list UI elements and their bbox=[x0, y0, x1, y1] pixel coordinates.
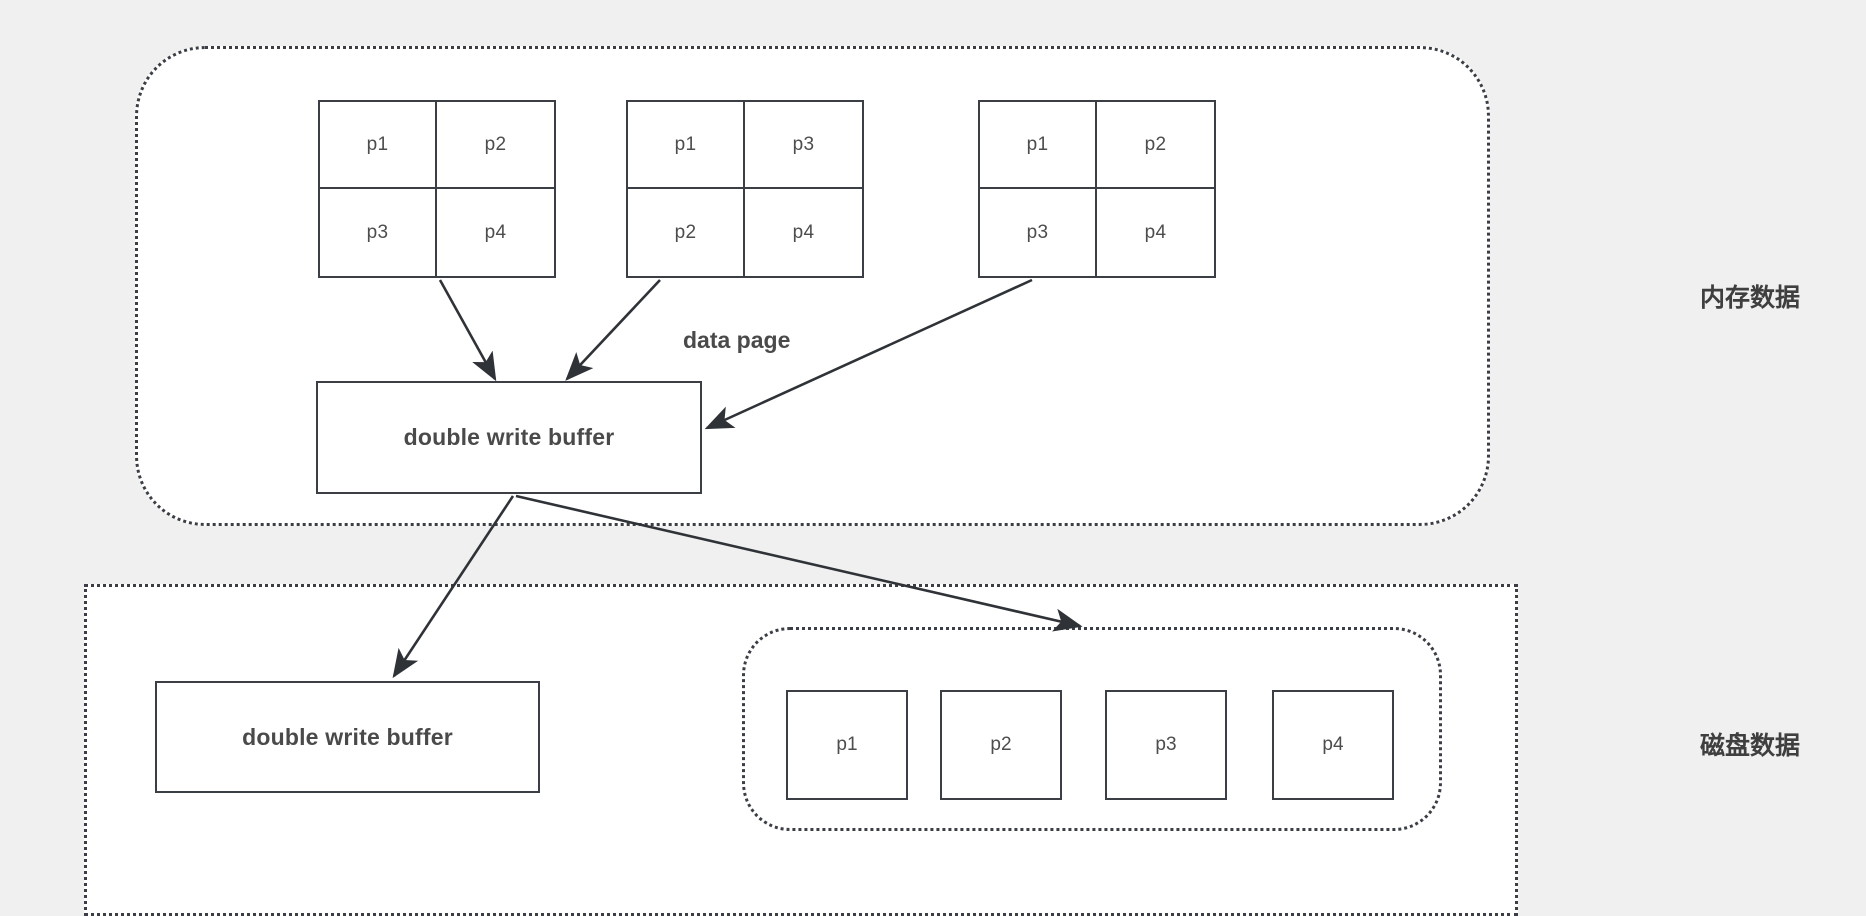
disk-region-label: 磁盘数据 bbox=[1700, 731, 1801, 760]
grid-cell: p1 bbox=[980, 102, 1097, 189]
grid-cell: p3 bbox=[320, 189, 437, 276]
grid-cell: p2 bbox=[1097, 102, 1214, 189]
grid-cell: p4 bbox=[792, 221, 815, 243]
disk-page-box[interactable]: p4 bbox=[1272, 690, 1394, 800]
memory-region-label: 内存数据 bbox=[1700, 283, 1801, 312]
grid-cell: p4 bbox=[484, 221, 507, 243]
disk-double-write-buffer[interactable]: double write buffer bbox=[155, 681, 540, 793]
grid-cell: p2 bbox=[437, 102, 554, 189]
data-page-grid-2[interactable]: p1 p3 p2 p4 bbox=[626, 100, 864, 278]
grid-cell: p1 bbox=[628, 102, 745, 189]
disk-page-box[interactable]: p2 bbox=[940, 690, 1062, 800]
data-page-grid-3[interactable]: p1 p2 p3 p4 bbox=[978, 100, 1216, 278]
disk-page-box[interactable]: p3 bbox=[1105, 690, 1227, 800]
disk-page-box[interactable]: p1 bbox=[786, 690, 908, 800]
grid-cell: p1 bbox=[320, 102, 437, 189]
grid-cell: p2 bbox=[628, 189, 745, 276]
data-page-grid-1[interactable]: p1 p2 p3 p4 bbox=[318, 100, 556, 278]
memory-double-write-buffer[interactable]: double write buffer bbox=[316, 381, 702, 494]
data-page-label: data page bbox=[683, 327, 791, 353]
grid-cell: p3 bbox=[980, 189, 1097, 276]
grid-cell: p4 bbox=[1144, 221, 1167, 243]
grid-cell: p3 bbox=[745, 102, 862, 189]
